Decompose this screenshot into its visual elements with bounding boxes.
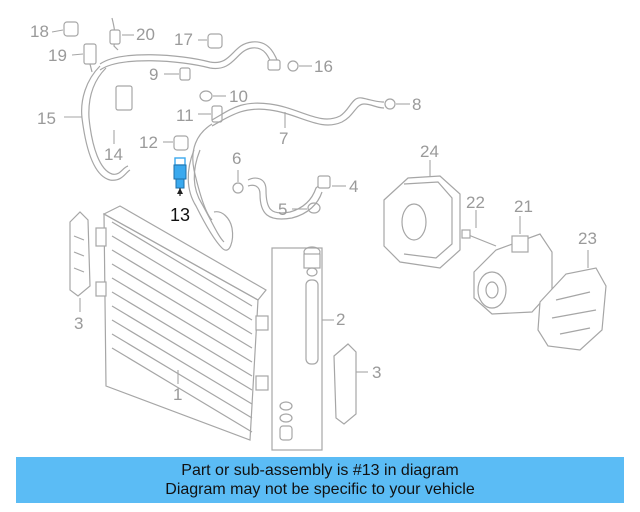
hose-part-4 [247, 175, 346, 220]
notice-line-part: Part or sub-assembly is #13 in diagram [181, 462, 459, 479]
notice-line-disclaimer: Diagram may not be specific to your vehi… [165, 481, 475, 498]
callout-3-right[interactable]: 3 [372, 363, 382, 382]
callout-18[interactable]: 18 [30, 22, 49, 41]
hose-lower [187, 149, 234, 251]
valve-part-19 [71, 43, 97, 73]
cap-part-12 [163, 135, 189, 151]
compressor-part-24 [383, 160, 461, 269]
callout-9[interactable]: 9 [149, 65, 159, 84]
callout-10[interactable]: 10 [229, 87, 248, 106]
callout-23[interactable]: 23 [578, 229, 597, 248]
callout-5[interactable]: 5 [278, 200, 288, 219]
callout-20[interactable]: 20 [136, 25, 155, 44]
callout-24[interactable]: 24 [420, 142, 439, 161]
pipe-part-top [99, 41, 281, 71]
bolt-part-22 [461, 210, 497, 247]
callout-8[interactable]: 8 [412, 95, 422, 114]
callout-2[interactable]: 2 [336, 310, 346, 329]
hose-part-15 [64, 65, 133, 181]
oring-part-6 [232, 170, 244, 194]
callout-3-left[interactable]: 3 [74, 314, 84, 333]
compressor-part-21 [473, 216, 553, 315]
callout-16[interactable]: 16 [314, 57, 333, 76]
valve-part-9 [164, 67, 191, 81]
oring-part-16 [287, 60, 312, 72]
fitting-part-17 [198, 33, 223, 49]
callout-6[interactable]: 6 [232, 149, 242, 168]
condenser-part-1 [95, 205, 269, 441]
callout-1[interactable]: 1 [173, 385, 183, 404]
notice-banner: Part or sub-assembly is #13 in diagram D… [16, 457, 624, 503]
callout-12[interactable]: 12 [139, 133, 158, 152]
callout-11[interactable]: 11 [176, 106, 194, 125]
callout-21[interactable]: 21 [514, 197, 533, 216]
callout-17[interactable]: 17 [174, 30, 193, 49]
oring-part-8 [384, 98, 410, 110]
callout-19[interactable]: 19 [48, 46, 67, 65]
callout-7[interactable]: 7 [279, 129, 289, 148]
bracket-part-3-left [69, 211, 91, 312]
drier-part-2 [271, 246, 334, 451]
callout-4[interactable]: 4 [349, 177, 359, 196]
callout-15[interactable]: 15 [37, 109, 56, 128]
sensor-part-13 [173, 157, 187, 196]
callout-14[interactable]: 14 [104, 145, 123, 164]
cap-part-18 [51, 21, 79, 37]
callout-22[interactable]: 22 [466, 193, 485, 212]
oring-part-5 [292, 202, 321, 214]
valve-part-11 [198, 105, 223, 123]
oring-part-10 [199, 90, 226, 102]
hose-part-20 [109, 17, 134, 51]
bracket-part-3-right [333, 343, 368, 425]
callout-13[interactable]: 13 [170, 205, 191, 225]
bracket-part-23 [537, 250, 607, 351]
